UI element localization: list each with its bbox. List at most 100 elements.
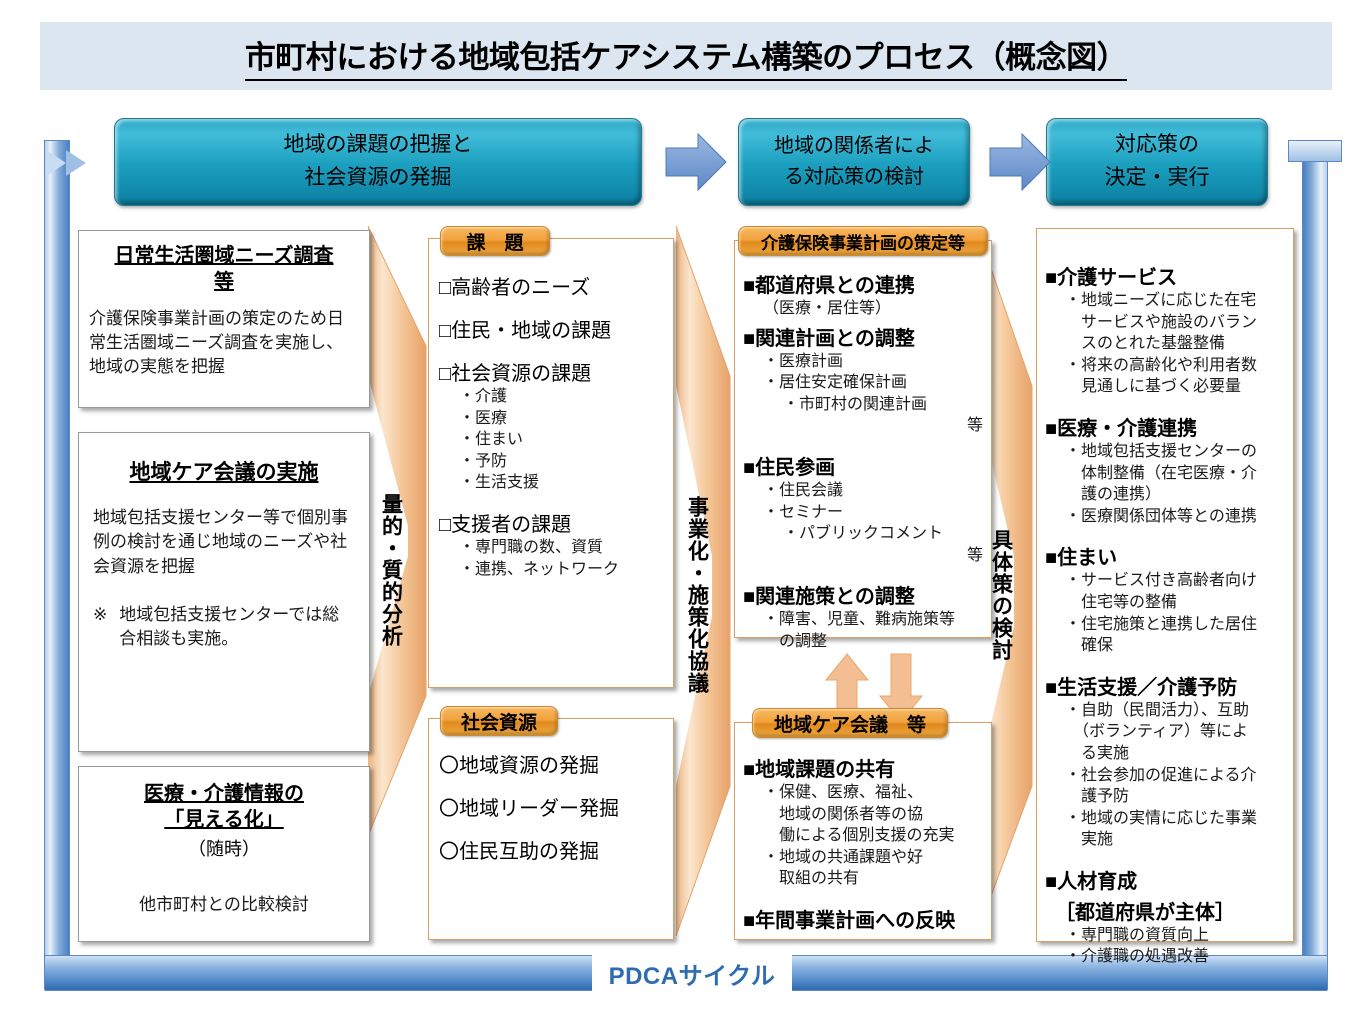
pdca-frame-left <box>44 140 70 970</box>
pdca-cycle-label: PDCAサイクル <box>592 955 792 991</box>
pill-regional-care-meeting: 地域ケア会議 等 <box>752 708 948 738</box>
list-item: 住宅等の整備 <box>1065 593 1178 611</box>
card-issues[interactable]: □高齢者のニーズ□住民・地域の課題□社会資源の課題・介護・医療・住まい・予防・生… <box>428 238 674 688</box>
list-item: 働による個別支援の充実 <box>763 827 955 845</box>
stage-arrow-1-icon <box>665 132 727 192</box>
card-care-meeting-title: 地域ケア会議の実施 <box>129 461 319 484</box>
page-title: 市町村における地域包括ケアシステム構築のプロセス（概念図） <box>244 32 1128 81</box>
ribbon-planning-shape <box>675 226 731 936</box>
list-item: 地域の関係者等の協 <box>763 805 924 823</box>
card-measures[interactable]: ■介護サービス・地域ニーズに応じた在宅 サービスや施設のバラン スのとれた基盤整… <box>1036 228 1294 965</box>
list-item: ・介護職の処遇改善 <box>1065 948 1210 966</box>
card-care-meeting-note: 地域包括支援センターでは総合相談も実施。 <box>119 604 340 648</box>
pdca-arrow-inner-icon <box>66 150 86 176</box>
card-needs-survey[interactable]: 日常生活圏域ニーズ調査 等 介護保険事業計画の策定のため日常生活圏域ニーズ調査を… <box>78 230 370 408</box>
list-item: ■関連計画との調整 <box>743 327 915 350</box>
pill-social-resources: 社会資源 <box>440 706 558 736</box>
list-item: ・住民会議 <box>763 481 844 499</box>
list-item: ・サービス付き高齢者向け <box>1065 572 1258 590</box>
list-item: ・地域の実情に応じた事業 <box>1065 809 1258 827</box>
list-item: ・居住安定確保計画 <box>763 374 908 392</box>
stage-decide-line1: 対応策の <box>1115 133 1199 157</box>
ribbon-analysis-shape <box>367 226 427 836</box>
card-issues-list: □高齢者のニーズ□住民・地域の課題□社会資源の課題・介護・医療・住まい・予防・生… <box>439 271 663 580</box>
list-item: ■年間事業計画への反映 <box>743 909 956 932</box>
stage-examine-line1: 地域の関係者によ <box>774 135 934 157</box>
card-social-resources[interactable]: 〇地域資源の発掘〇地域リーダー発掘〇住民互助の発掘 <box>428 718 674 940</box>
list-item: ・介護 <box>459 388 508 405</box>
card-visualization-body: 他市町村との比較検討 <box>139 895 309 914</box>
list-item: 実施 <box>1065 831 1114 849</box>
list-item: サービスや施設のバラン <box>1065 313 1258 331</box>
card-insurance-plan-list: ■都道府県との連携（医療・居住等）■関連計画との調整・医療計画・居住安定確保計画… <box>743 269 983 653</box>
list-item: 〇住民互助の発掘 <box>439 841 599 863</box>
list-item: ■医療・介護連携 <box>1045 417 1198 440</box>
list-item: ・社会参加の促進による介 <box>1065 766 1257 784</box>
stage-arrow-2-icon <box>989 132 1051 192</box>
list-item: ・自助（民間活力）、互助 <box>1065 701 1250 719</box>
card-needs-survey-title-1: 日常生活圏域ニーズ調査 <box>114 245 334 267</box>
pill-issues: 課 題 <box>440 226 550 256</box>
list-item: ・専門職の数、資質 <box>459 538 604 556</box>
ribbon-analysis-label-wrap: 量的・質的分析 <box>374 460 408 680</box>
list-item: ■生活支援／介護予防 <box>1045 676 1238 699</box>
pill-insurance-plan: 介護保険事業計画の策定等 <box>738 226 988 256</box>
list-item: ・市町村の関連計画 <box>783 395 928 413</box>
title-band: 市町村における地域包括ケアシステム構築のプロセス（概念図） <box>40 22 1332 90</box>
pdca-frame-right <box>1302 140 1328 970</box>
list-item: ■人材育成 <box>1045 870 1138 893</box>
pdca-frame-right-cap <box>1288 140 1342 162</box>
ribbon-planning-label: 事業化・施策化協議 <box>685 496 709 694</box>
list-item: ・将来の高齢化や利用者数 <box>1065 356 1258 374</box>
list-item: る実施 <box>1065 744 1130 762</box>
list-item: ・生活支援 <box>459 474 540 492</box>
stage-box-decide[interactable]: 対応策の 決定・実行 <box>1046 118 1268 206</box>
list-item: 等 <box>966 546 983 564</box>
list-item: ■地域課題の共有 <box>743 759 896 781</box>
list-item: 護予防 <box>1065 788 1130 806</box>
card-needs-survey-title-2: 等 <box>214 271 234 293</box>
list-item: （医療・居住等） <box>763 300 892 317</box>
card-care-meeting-note-mark: ※ <box>93 604 108 624</box>
card-insurance-plan[interactable]: ■都道府県との連携（医療・居住等）■関連計画との調整・医療計画・居住安定確保計画… <box>734 240 992 650</box>
ribbon-concrete-label-wrap: 具体策の検討 <box>984 480 1018 710</box>
list-item: 〇地域リーダー発掘 <box>439 798 619 820</box>
card-visualization-title-2: 「見える化」 <box>164 809 284 831</box>
card-visualization[interactable]: 医療・介護情報の 「見える化」 （随時） 他市町村との比較検討 <box>78 766 370 942</box>
list-item: 確保 <box>1065 637 1114 655</box>
list-item: 〇地域資源の発掘 <box>439 755 599 777</box>
list-item: 取組の共有 <box>763 870 860 888</box>
card-regional-care-meeting[interactable]: ■地域課題の共有・保健、医療、福祉、 地域の関係者等の協 働による個別支援の充実… <box>734 722 992 940</box>
list-item: ・地域ニーズに応じた在宅 <box>1065 292 1257 309</box>
list-item: 見通しに基づく必要量 <box>1065 378 1242 396</box>
stage-grasp-line2: 社会資源の発掘 <box>304 166 452 189</box>
card-regional-care-meeting-list: ■地域課題の共有・保健、医療、福祉、 地域の関係者等の協 働による個別支援の充実… <box>743 753 983 933</box>
card-visualization-title-1: 医療・介護情報の <box>144 783 304 805</box>
card-needs-survey-body: 介護保険事業計画の策定のため日常生活圏域ニーズ調査を実施し、地域の実態を把握 <box>89 309 344 377</box>
ribbon-analysis-label: 量的・質的分析 <box>379 493 403 647</box>
list-item: スのとれた基盤整備 <box>1065 335 1226 353</box>
list-item: ・セミナー <box>763 503 844 521</box>
list-item: □住民・地域の課題 <box>439 320 612 342</box>
stage-box-examine[interactable]: 地域の関係者によ る対応策の検討 <box>738 118 970 206</box>
list-item: ■関連施策との調整 <box>743 586 915 609</box>
list-item: ・保健、医療、福祉、 <box>763 784 924 801</box>
list-item: ［都道府県が主体］ <box>1045 901 1235 924</box>
list-item: ・住宅施策と連携した居住 <box>1065 615 1258 633</box>
stage-grasp-line1: 地域の課題の把握と <box>283 133 473 157</box>
stage-decide-line2: 決定・実行 <box>1104 166 1210 189</box>
card-care-meeting[interactable]: 地域ケア会議の実施 地域包括支援センター等で個別事例の検討を通じ地域のニーズや社… <box>78 432 370 752</box>
list-item: ■都道府県との連携 <box>743 275 915 297</box>
list-item: ・住まい <box>459 431 524 449</box>
card-care-meeting-body: 地域包括支援センター等で個別事例の検討を通じ地域のニーズや社会資源を把握 <box>93 508 348 576</box>
list-item: □高齢者のニーズ <box>439 277 591 299</box>
card-visualization-subtitle: （随時） <box>188 839 260 859</box>
list-item: 護の連携） <box>1065 486 1162 504</box>
list-item: ■住民参画 <box>743 456 836 479</box>
list-item: ■介護サービス <box>1045 267 1178 289</box>
list-item: ・地域の共通課題や好 <box>763 848 924 866</box>
list-item: ■住まい <box>1045 547 1118 570</box>
list-item: □社会資源の課題 <box>439 363 592 385</box>
list-item: ・医療 <box>459 409 508 427</box>
stage-box-grasp[interactable]: 地域の課題の把握と 社会資源の発掘 <box>114 118 642 206</box>
